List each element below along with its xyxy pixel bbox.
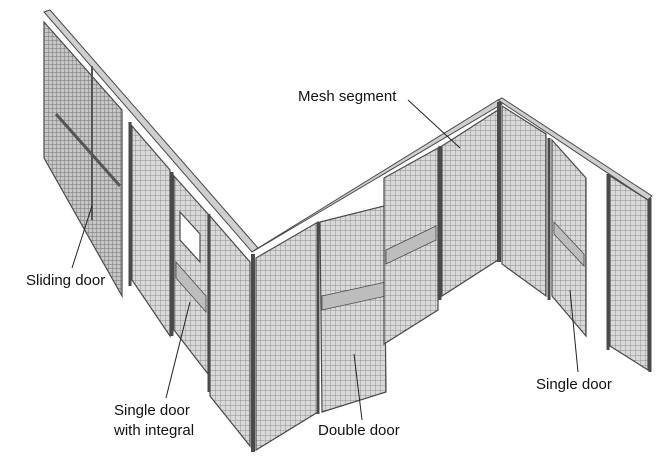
- label-single-door: Single door: [534, 376, 614, 394]
- door-kick-plate: [175, 260, 207, 314]
- leader-single-door-integral: [165, 301, 191, 399]
- middle-mesh-panel-1: [255, 220, 319, 452]
- label-single-door-integral-line1: Single door: [112, 402, 192, 420]
- sliding-door-panel: [43, 20, 123, 299]
- label-double-door: Double door: [316, 422, 402, 440]
- label-mesh-segment: Mesh segment: [296, 88, 399, 106]
- mesh-segment-panel: [441, 108, 499, 298]
- right-top-rail: [497, 97, 653, 201]
- right-mesh-panel-1: [501, 104, 547, 298]
- double-door-right-bar: [385, 225, 437, 265]
- integral-window: [179, 210, 201, 264]
- double-door-left-leaf: [319, 205, 387, 413]
- label-single-door-integral-line2: with integral: [112, 422, 197, 440]
- left-mesh-panel-2: [131, 124, 171, 338]
- label-sliding-door: Sliding door: [24, 272, 108, 290]
- right-mesh-panel-2: [609, 174, 649, 372]
- leader-single-door: [569, 289, 579, 373]
- sliding-door-bar: [54, 113, 122, 187]
- leader-double-door: [353, 353, 363, 421]
- left-mesh-panel-4: [209, 214, 251, 448]
- leader-mesh-segment: [407, 99, 461, 149]
- single-door-bar: [553, 220, 585, 268]
- leader-sliding-door: [71, 205, 93, 269]
